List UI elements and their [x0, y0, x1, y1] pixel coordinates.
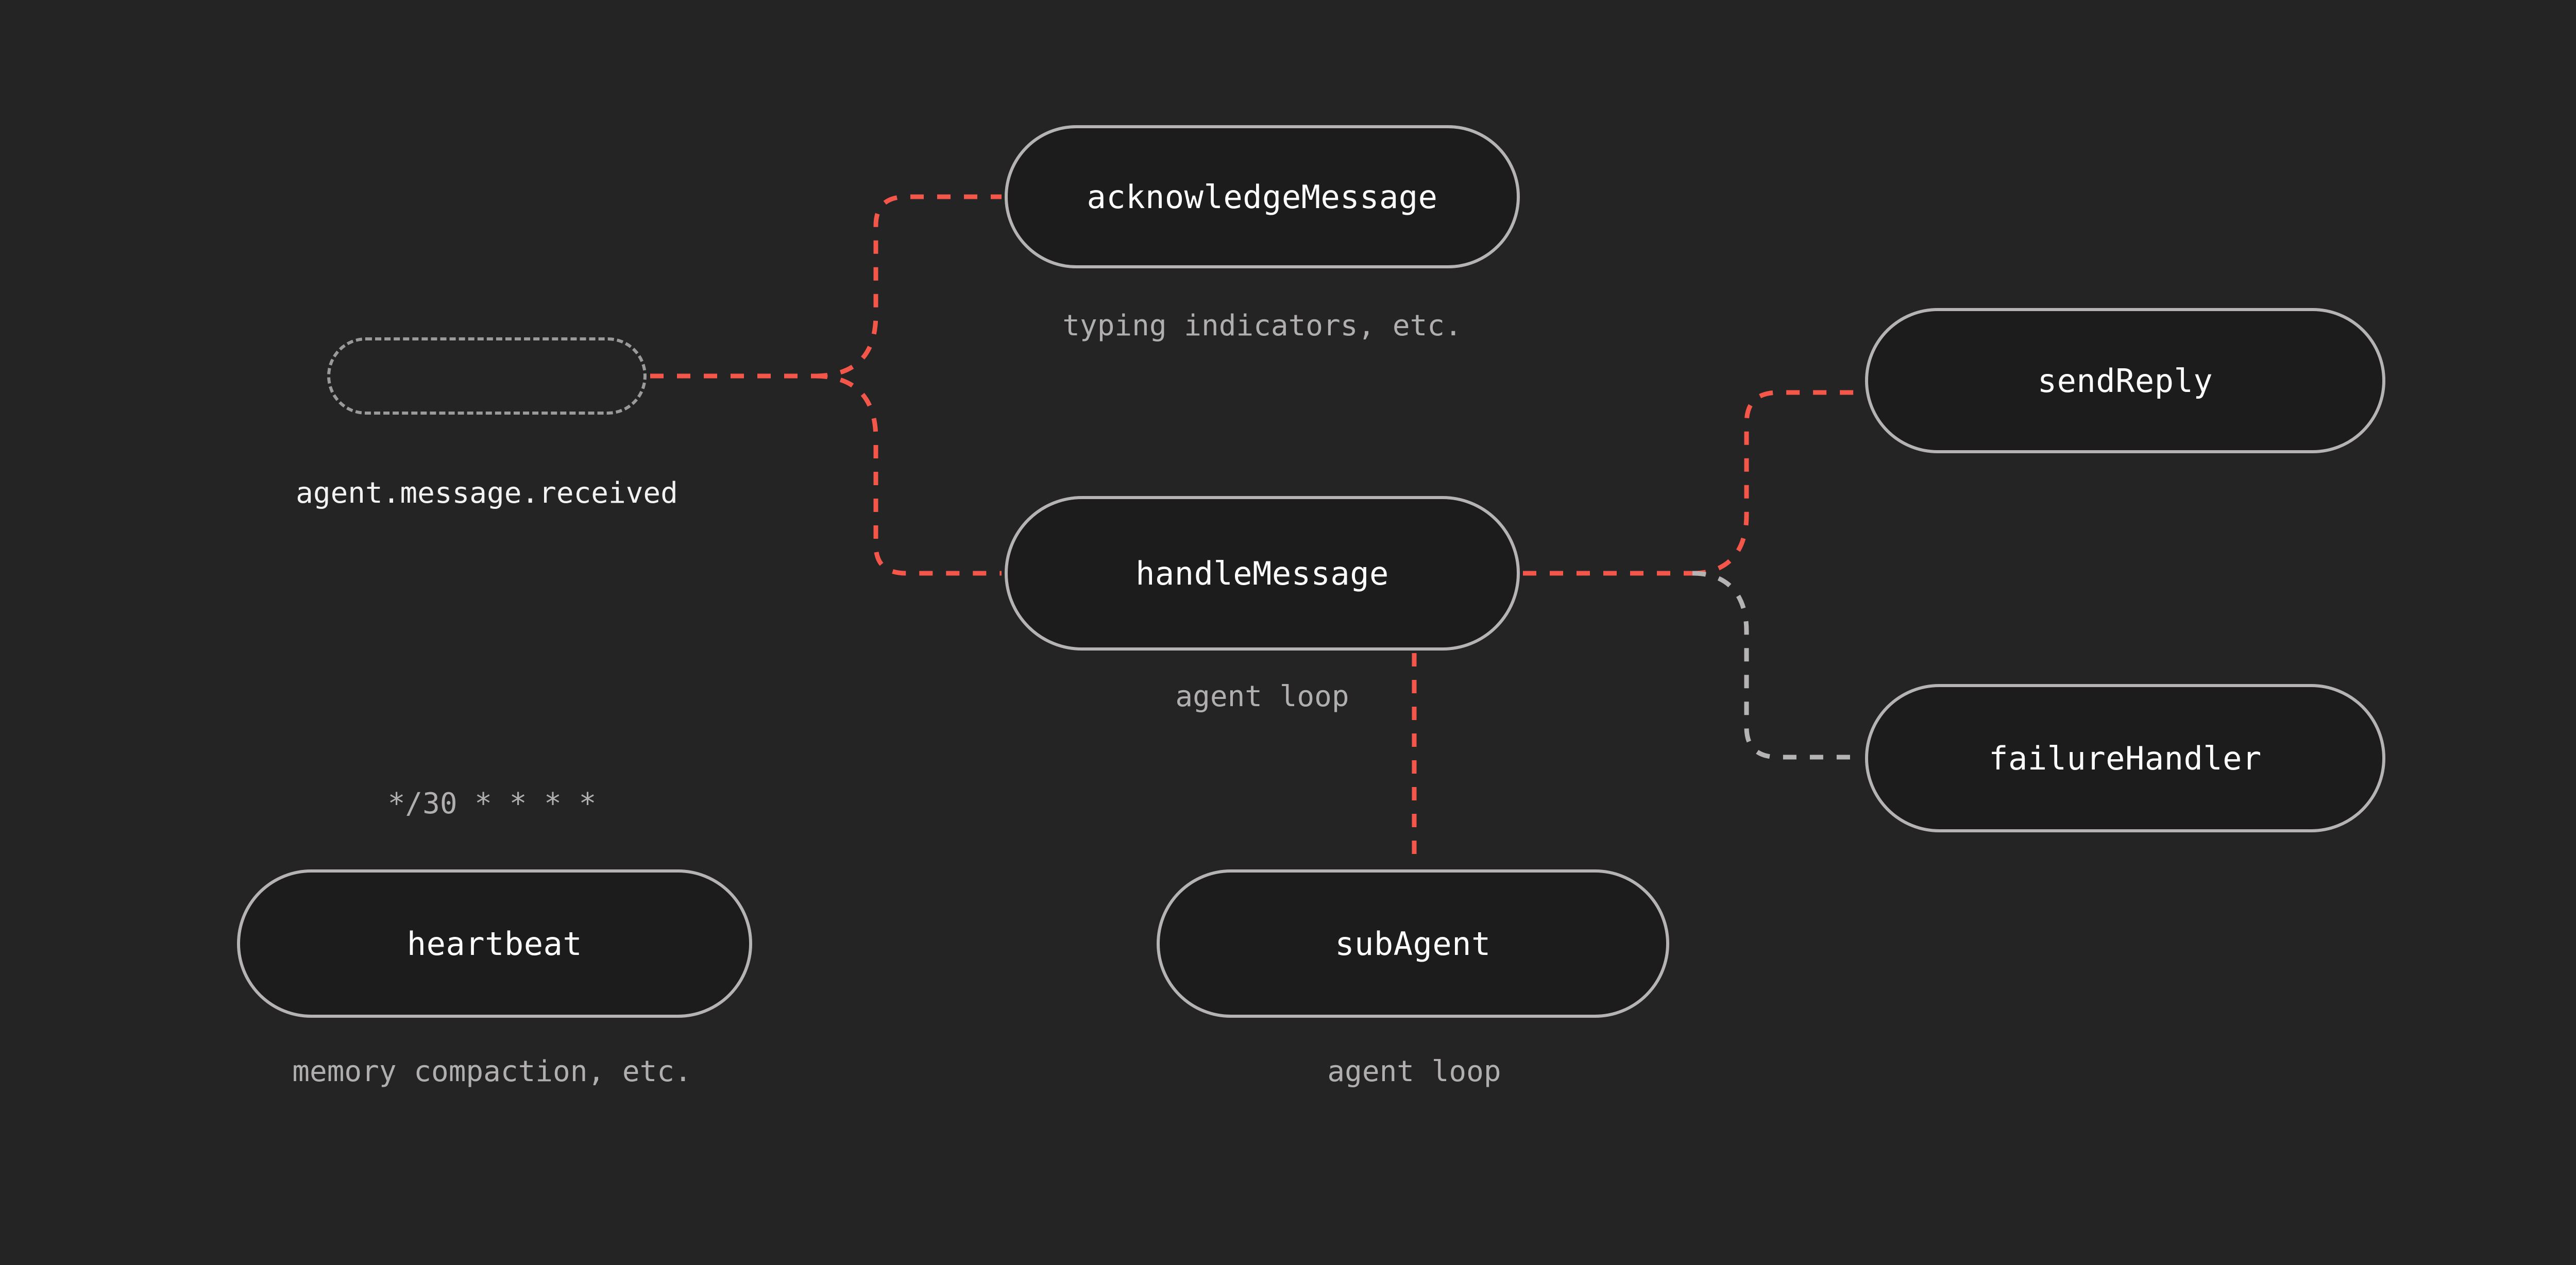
node-heartbeat[interactable]: heartbeat: [237, 869, 752, 1018]
node-failure-handler[interactable]: failureHandler: [1865, 684, 2385, 832]
caption-cron-schedule: */30 * * * *: [387, 787, 597, 820]
caption-acknowledge-note: typing indicators, etc.: [1062, 309, 1462, 343]
edge-handleMessage-to-sendReply: [1692, 390, 1862, 576]
node-label: subAgent: [1335, 925, 1491, 963]
edge-handleMessage-to-failureHandler: [1692, 571, 1862, 760]
node-sub-agent[interactable]: subAgent: [1157, 869, 1669, 1018]
caption-heartbeat-note: memory compaction, etc.: [292, 1055, 692, 1088]
node-handle-message[interactable]: handleMessage: [1005, 496, 1520, 651]
node-label: failureHandler: [1989, 739, 2262, 777]
node-label: handleMessage: [1136, 554, 1389, 592]
node-trigger-agent-message-received[interactable]: [327, 337, 647, 415]
node-label: acknowledgeMessage: [1087, 178, 1438, 216]
edge-trigger-to-acknowledgeMessage: [814, 194, 1002, 379]
caption-subagent-note: agent loop: [1327, 1055, 1501, 1088]
node-label: heartbeat: [406, 925, 583, 963]
node-acknowledge-message[interactable]: acknowledgeMessage: [1005, 125, 1520, 268]
caption-handle-note: agent loop: [1175, 680, 1349, 713]
node-send-reply[interactable]: sendReply: [1865, 308, 2385, 453]
edge-trigger-to-handleMessage: [814, 373, 1002, 576]
caption-trigger-event: agent.message.received: [296, 476, 678, 510]
node-label: sendReply: [2037, 362, 2213, 400]
